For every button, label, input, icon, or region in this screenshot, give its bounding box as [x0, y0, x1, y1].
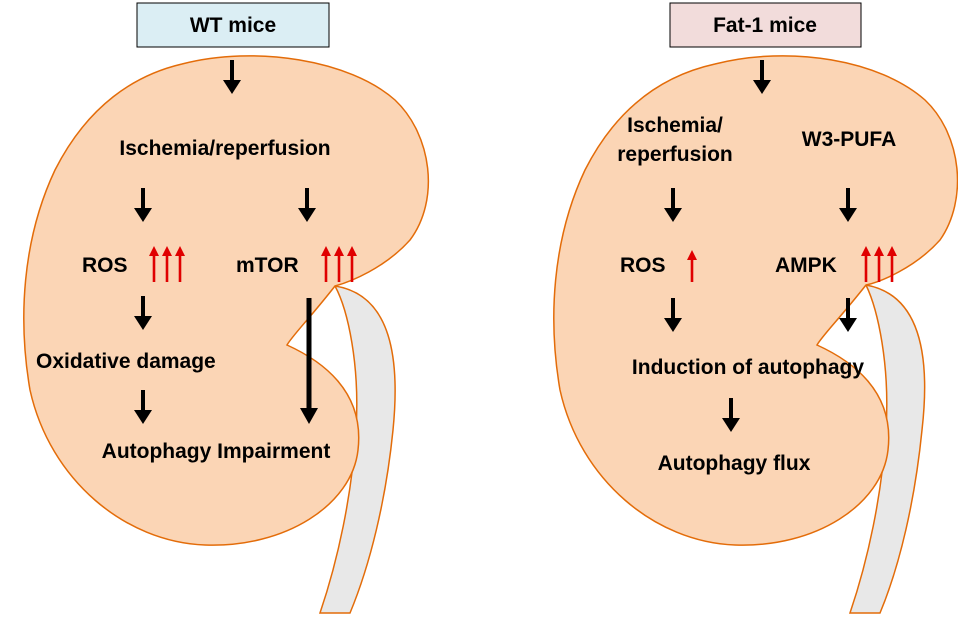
- wt-header-label: WT mice: [190, 14, 276, 37]
- fat1-kidney: [553, 55, 958, 546]
- fat1-pufa-label: W3-PUFA: [802, 128, 897, 151]
- fat1-header-label: Fat-1 mice: [713, 14, 817, 37]
- fat1-ampk-label: AMPK: [775, 254, 837, 277]
- fat1-panel: Fat-1 mice Ischemia/ reperfusion W3-PUFA…: [553, 2, 958, 614]
- fat1-induction-label: Induction of autophagy: [632, 356, 864, 379]
- wt-mtor-label: mTOR: [236, 254, 299, 277]
- wt-ros-label: ROS: [82, 254, 128, 277]
- long-down-arrow-icon: [300, 298, 318, 424]
- wt-kidney: [23, 55, 430, 546]
- wt-oxidative-label: Oxidative damage: [36, 350, 216, 373]
- wt-trigger-label: Ischemia/reperfusion: [119, 137, 330, 160]
- fat1-ros-label: ROS: [620, 254, 666, 277]
- wt-outcome-label: Autophagy Impairment: [102, 440, 331, 463]
- fat1-trigger-line1: Ischemia/: [627, 114, 723, 137]
- fat1-trigger-line2: reperfusion: [617, 143, 733, 166]
- fat1-outcome-label: Autophagy flux: [658, 452, 811, 475]
- wt-header-box: [136, 2, 330, 48]
- wt-panel: WT mice Ischemia/reperfusion ROS mTOR Ox…: [23, 2, 430, 614]
- fat1-header-box: [669, 2, 862, 48]
